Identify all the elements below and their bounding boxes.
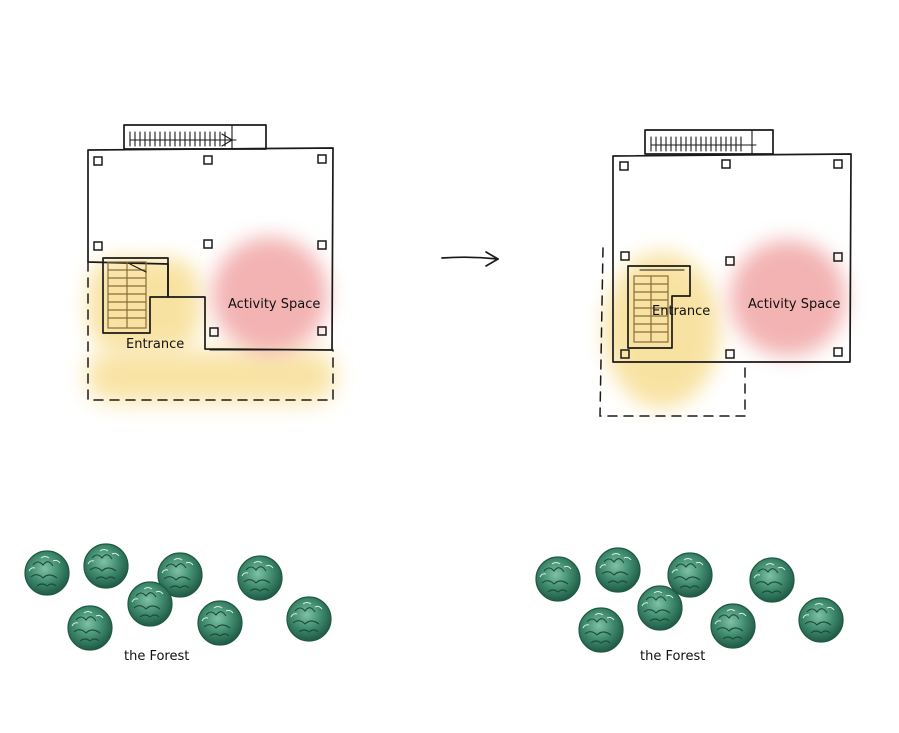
tree-icon — [24, 550, 70, 596]
tree-icon — [286, 596, 332, 642]
entrance-zone-before — [86, 258, 336, 402]
columns-after — [619, 159, 843, 359]
ground-extent-after — [599, 247, 746, 417]
entrance-stair-before — [102, 257, 169, 334]
forest-label-before: the Forest — [124, 649, 189, 664]
columns-before — [93, 154, 327, 337]
plan-before: Entrance Activity Space — [86, 124, 336, 402]
building-outline-before — [87, 147, 334, 351]
tree-icon — [667, 552, 713, 598]
tree-icon — [798, 597, 844, 643]
activity-zone-after — [730, 240, 846, 356]
activity-label-before: Activity Space — [228, 297, 320, 312]
building-outline-after — [612, 153, 852, 363]
tree-icon — [535, 556, 581, 602]
entrance-zone-after — [604, 252, 720, 408]
arrow-right-icon — [441, 251, 499, 267]
tree-icon — [637, 585, 683, 631]
tree-icon — [127, 581, 173, 627]
roof-stair-after — [644, 129, 774, 155]
forest-label-after: the Forest — [640, 649, 705, 664]
forest-before: the Forest — [24, 543, 332, 664]
forest-after: the Forest — [535, 547, 844, 664]
tree-icon — [237, 555, 283, 601]
entrance-stair-after — [627, 265, 691, 349]
tree-icon — [197, 600, 243, 646]
roof-stair-before — [123, 124, 267, 150]
entrance-label-before: Entrance — [126, 337, 184, 352]
activity-zone-before — [212, 237, 328, 353]
plan-after: Entrance Activity Space — [599, 129, 852, 417]
tree-icon — [749, 557, 795, 603]
entrance-label-after: Entrance — [652, 304, 710, 319]
ground-extent-before — [87, 261, 334, 401]
tree-icon — [578, 607, 624, 653]
tree-icon — [83, 543, 129, 589]
tree-icon — [595, 547, 641, 593]
tree-icon — [710, 603, 756, 649]
tree-icon — [67, 605, 113, 651]
activity-label-after: Activity Space — [748, 297, 840, 312]
